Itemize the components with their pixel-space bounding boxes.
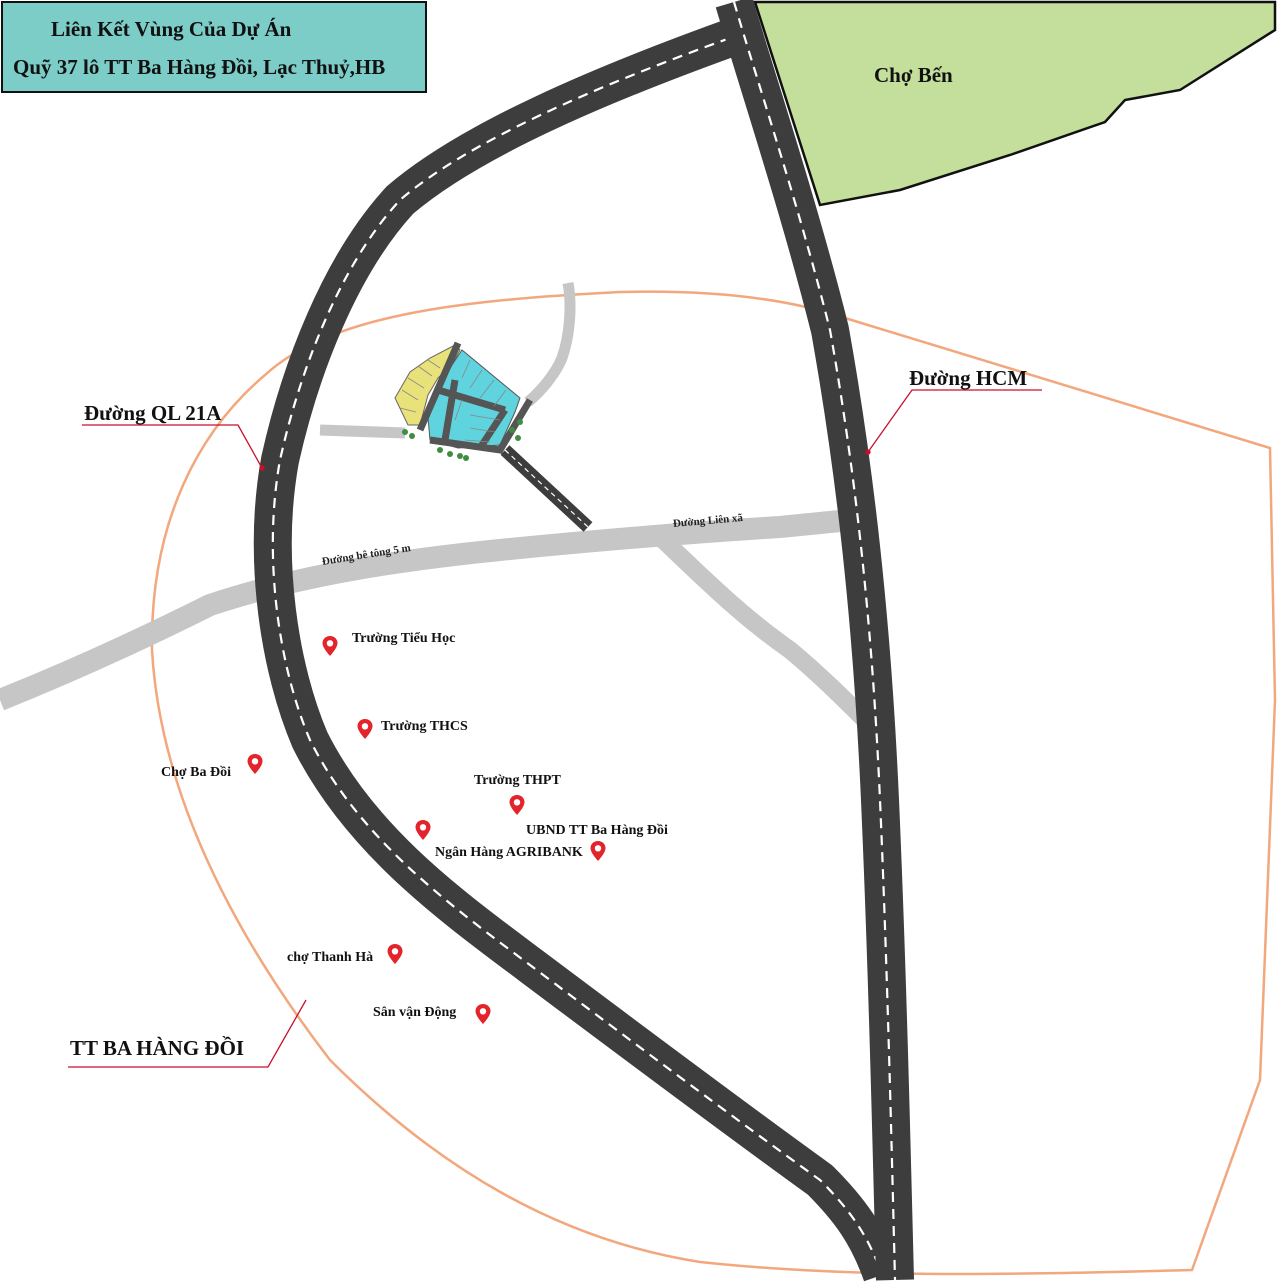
map-pin-icon[interactable] xyxy=(589,840,607,862)
leader-township xyxy=(68,999,307,1068)
label-cho-ben: Chợ Bến xyxy=(874,63,953,87)
map-pin-icon[interactable] xyxy=(356,718,374,740)
map-pin-icon[interactable] xyxy=(321,635,339,657)
secondary-roads xyxy=(0,282,872,727)
branch-road xyxy=(648,525,872,727)
label-secondary-school: Trường THCS xyxy=(381,719,468,734)
title-box: Liên Kết Vùng Của Dự Án Quỹ 37 lô TT Ba … xyxy=(1,1,427,93)
map-pin-icon[interactable] xyxy=(508,794,526,816)
title-line-2: Quỹ 37 lô TT Ba Hàng Đồi, Lạc Thuỷ,HB xyxy=(13,55,386,79)
lot-access-road xyxy=(319,424,406,439)
label-agribank: Ngân Hàng AGRIBANK xyxy=(435,845,583,860)
label-road-ql21a: Đường QL 21A xyxy=(84,401,222,425)
map-pin-icon[interactable] xyxy=(474,1003,492,1025)
main-roads xyxy=(253,0,914,1282)
label-stadium: Sân vận Động xyxy=(373,1005,457,1020)
label-township: TT BA HÀNG ĐỒI xyxy=(70,1036,245,1060)
map-pin-icon[interactable] xyxy=(414,819,432,841)
cho-ben-area xyxy=(753,0,1277,207)
label-market-ba-doi: Chợ Ba Đồi xyxy=(161,765,231,780)
label-primary-school: Trường Tiểu Học xyxy=(352,631,456,646)
label-high-school: Trường THPT xyxy=(474,773,561,788)
leader-lines xyxy=(68,389,1042,1068)
project-lot xyxy=(394,341,593,532)
map-pin-icon[interactable] xyxy=(246,753,264,775)
title-line-1: Liên Kết Vùng Của Dự Án xyxy=(51,17,292,41)
leader-ql21a xyxy=(82,424,263,469)
label-ubnd: UBND TT Ba Hàng Đồi xyxy=(526,823,668,838)
concrete-road xyxy=(0,509,852,711)
north-access-road xyxy=(524,282,576,407)
lot-internal-roads xyxy=(416,341,534,454)
label-road-hcm: Đường HCM xyxy=(909,366,1028,390)
township-boundary xyxy=(150,290,1277,1276)
label-market-thanh-ha: chợ Thanh Hà xyxy=(287,950,374,965)
map-pin-icon[interactable] xyxy=(386,943,404,965)
lot-lines xyxy=(399,359,507,443)
lot-trees xyxy=(402,419,523,461)
leader-hcm xyxy=(867,389,1042,453)
